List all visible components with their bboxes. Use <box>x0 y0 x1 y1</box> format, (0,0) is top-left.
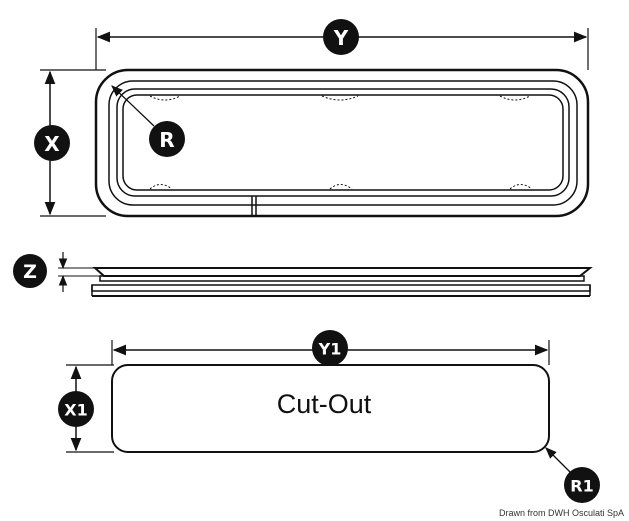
credit-text: Drawn from DWH Osculati SpA <box>499 508 624 518</box>
y-label: Y <box>333 26 349 50</box>
y-label-badge: Y <box>323 19 359 55</box>
hatch-top-view <box>94 68 590 218</box>
r1-label: R1 <box>570 477 593 496</box>
hatch-side-view <box>91 267 593 297</box>
r-label: R <box>159 128 174 152</box>
y1-label: Y1 <box>318 340 342 359</box>
r1-leader: R1 <box>545 447 600 503</box>
x-label: X <box>44 132 60 156</box>
r-leader: R <box>111 85 185 157</box>
cutout-shape: Cut-Out <box>111 364 550 453</box>
z-label: Z <box>23 261 37 283</box>
y1-label-badge: Y1 <box>312 330 348 366</box>
x-label-badge: X <box>34 125 70 161</box>
z-label-badge: Z <box>13 254 47 288</box>
x1-label: X1 <box>64 401 87 420</box>
cutout-label: Cut-Out <box>277 389 372 419</box>
x1-label-badge: X1 <box>58 391 94 427</box>
z-dimension <box>58 252 104 292</box>
